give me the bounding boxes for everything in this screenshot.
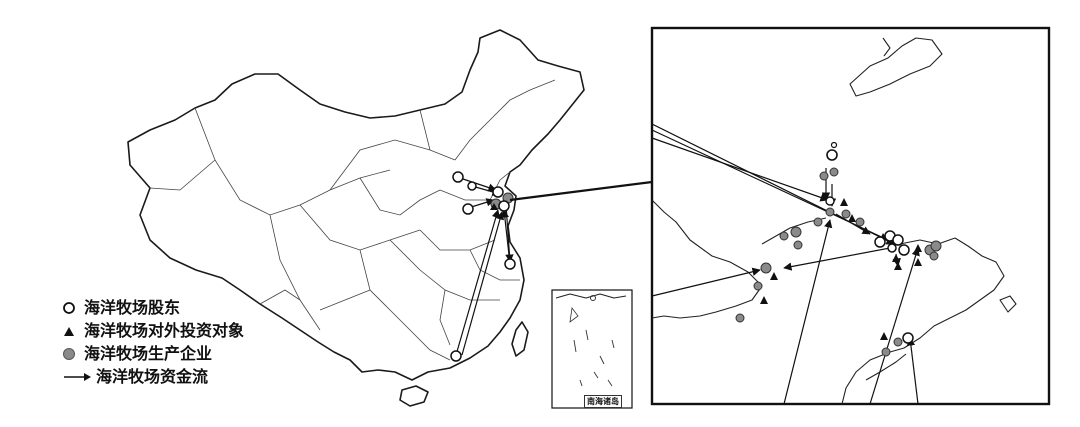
enterprise-marker: [790, 226, 802, 238]
legend-label-production-enterprise: 海洋牧场生产企业: [84, 344, 213, 363]
shareholder-marker: [826, 149, 838, 161]
inset-label: 南海诸岛: [584, 395, 622, 408]
target-marker: [848, 214, 856, 222]
target-marker: [840, 198, 848, 206]
legend-label-investment-target: 海洋牧场对外投资对象: [84, 321, 245, 340]
enterprise-marker: [753, 281, 763, 291]
shareholder-marker: [462, 203, 474, 215]
enterprise-symbol-icon: [62, 346, 84, 362]
zoom-symbols: [735, 141, 942, 357]
enterprise-marker: [819, 171, 829, 181]
enterprise-marker: [825, 207, 835, 217]
target-marker: [490, 203, 498, 210]
south-sea-inset: [551, 289, 633, 409]
target-marker: [880, 332, 888, 340]
china-outline: [127, 29, 585, 381]
flow-line: [783, 219, 833, 405]
enterprise-marker: [813, 217, 823, 227]
korea-peninsula-coast: [849, 37, 943, 97]
flow-line: [459, 177, 497, 192]
legend-label-shareholder: 海洋牧场股东: [84, 298, 181, 317]
target-marker: [892, 254, 900, 262]
enterprise-marker: [930, 240, 942, 252]
enterprise-marker: [881, 347, 891, 357]
province-lines: [149, 79, 556, 361]
main-symbols: [450, 171, 516, 362]
main-capital-flows: [455, 177, 514, 356]
inset-islands: [573, 329, 615, 387]
shareholder-marker: [887, 243, 897, 253]
zoom-connector: [509, 180, 653, 202]
shareholder-marker: [898, 244, 910, 256]
flow-line: [455, 209, 500, 356]
shareholder-marker: [452, 171, 464, 183]
legend-row-shareholder: 海洋牧场股东: [62, 296, 244, 319]
enterprise-marker: [893, 337, 903, 347]
flow-line: [500, 209, 511, 265]
flow-line: [461, 211, 505, 356]
enterprise-marker: [779, 231, 789, 241]
shareholder-marker: [498, 200, 510, 212]
enterprise-marker: [760, 262, 772, 274]
enterprise-marker: [735, 313, 745, 323]
triangle-symbol-icon: [62, 323, 84, 339]
liaodong-coast: [882, 37, 891, 57]
flow-line: [651, 137, 829, 202]
legend-label-capital-flow: 海洋牧场资金流: [96, 367, 209, 386]
target-marker: [914, 258, 922, 266]
target-marker: [770, 272, 778, 280]
enterprise-marker: [841, 209, 851, 219]
shareholder-marker: [492, 186, 504, 198]
shandong-coast: [841, 237, 1005, 405]
island-outline: [999, 295, 1017, 313]
shareholder-marker: [902, 332, 914, 344]
shareholder-marker: [830, 141, 838, 149]
flow-line: [906, 337, 919, 405]
inset-frame: [551, 289, 633, 409]
target-marker: [914, 244, 922, 252]
china-map: [127, 29, 585, 407]
shareholder-marker: [450, 350, 462, 362]
target-marker: [760, 296, 768, 304]
zoom-frame: [650, 26, 1051, 406]
inset-island-icon: [590, 295, 596, 301]
legend-row-capital-flow: 海洋牧场资金流: [62, 365, 244, 388]
shareholder-marker: [504, 258, 516, 270]
inset-island-icon: [569, 306, 579, 323]
flow-line: [651, 267, 761, 297]
legend-row-production-enterprise: 海洋牧场生产企业: [62, 342, 244, 365]
taiwan-island: [511, 321, 529, 357]
enterprise-marker: [929, 251, 939, 261]
shareholder-symbol-icon: [62, 300, 84, 316]
shareholder-marker: [892, 234, 904, 246]
target-marker: [894, 262, 902, 270]
flow-line: [783, 247, 891, 271]
enterprise-marker: [793, 240, 803, 250]
hainan-island: [399, 385, 429, 407]
flow-line: [869, 247, 920, 405]
arrow-symbol-icon: [62, 369, 96, 385]
shareholder-marker: [825, 196, 835, 206]
zoom-panel: [650, 26, 1051, 406]
shareholder-marker: [467, 181, 477, 191]
flow-line: [835, 213, 871, 235]
shareholder-marker: [874, 236, 886, 248]
enterprise-marker: [829, 167, 839, 177]
legend: 海洋牧场股东 海洋牧场对外投资对象 海洋牧场生产企业 海洋牧场资金流: [62, 296, 244, 388]
enterprise-marker: [855, 217, 865, 227]
legend-row-investment-target: 海洋牧场对外投资对象: [62, 319, 244, 342]
